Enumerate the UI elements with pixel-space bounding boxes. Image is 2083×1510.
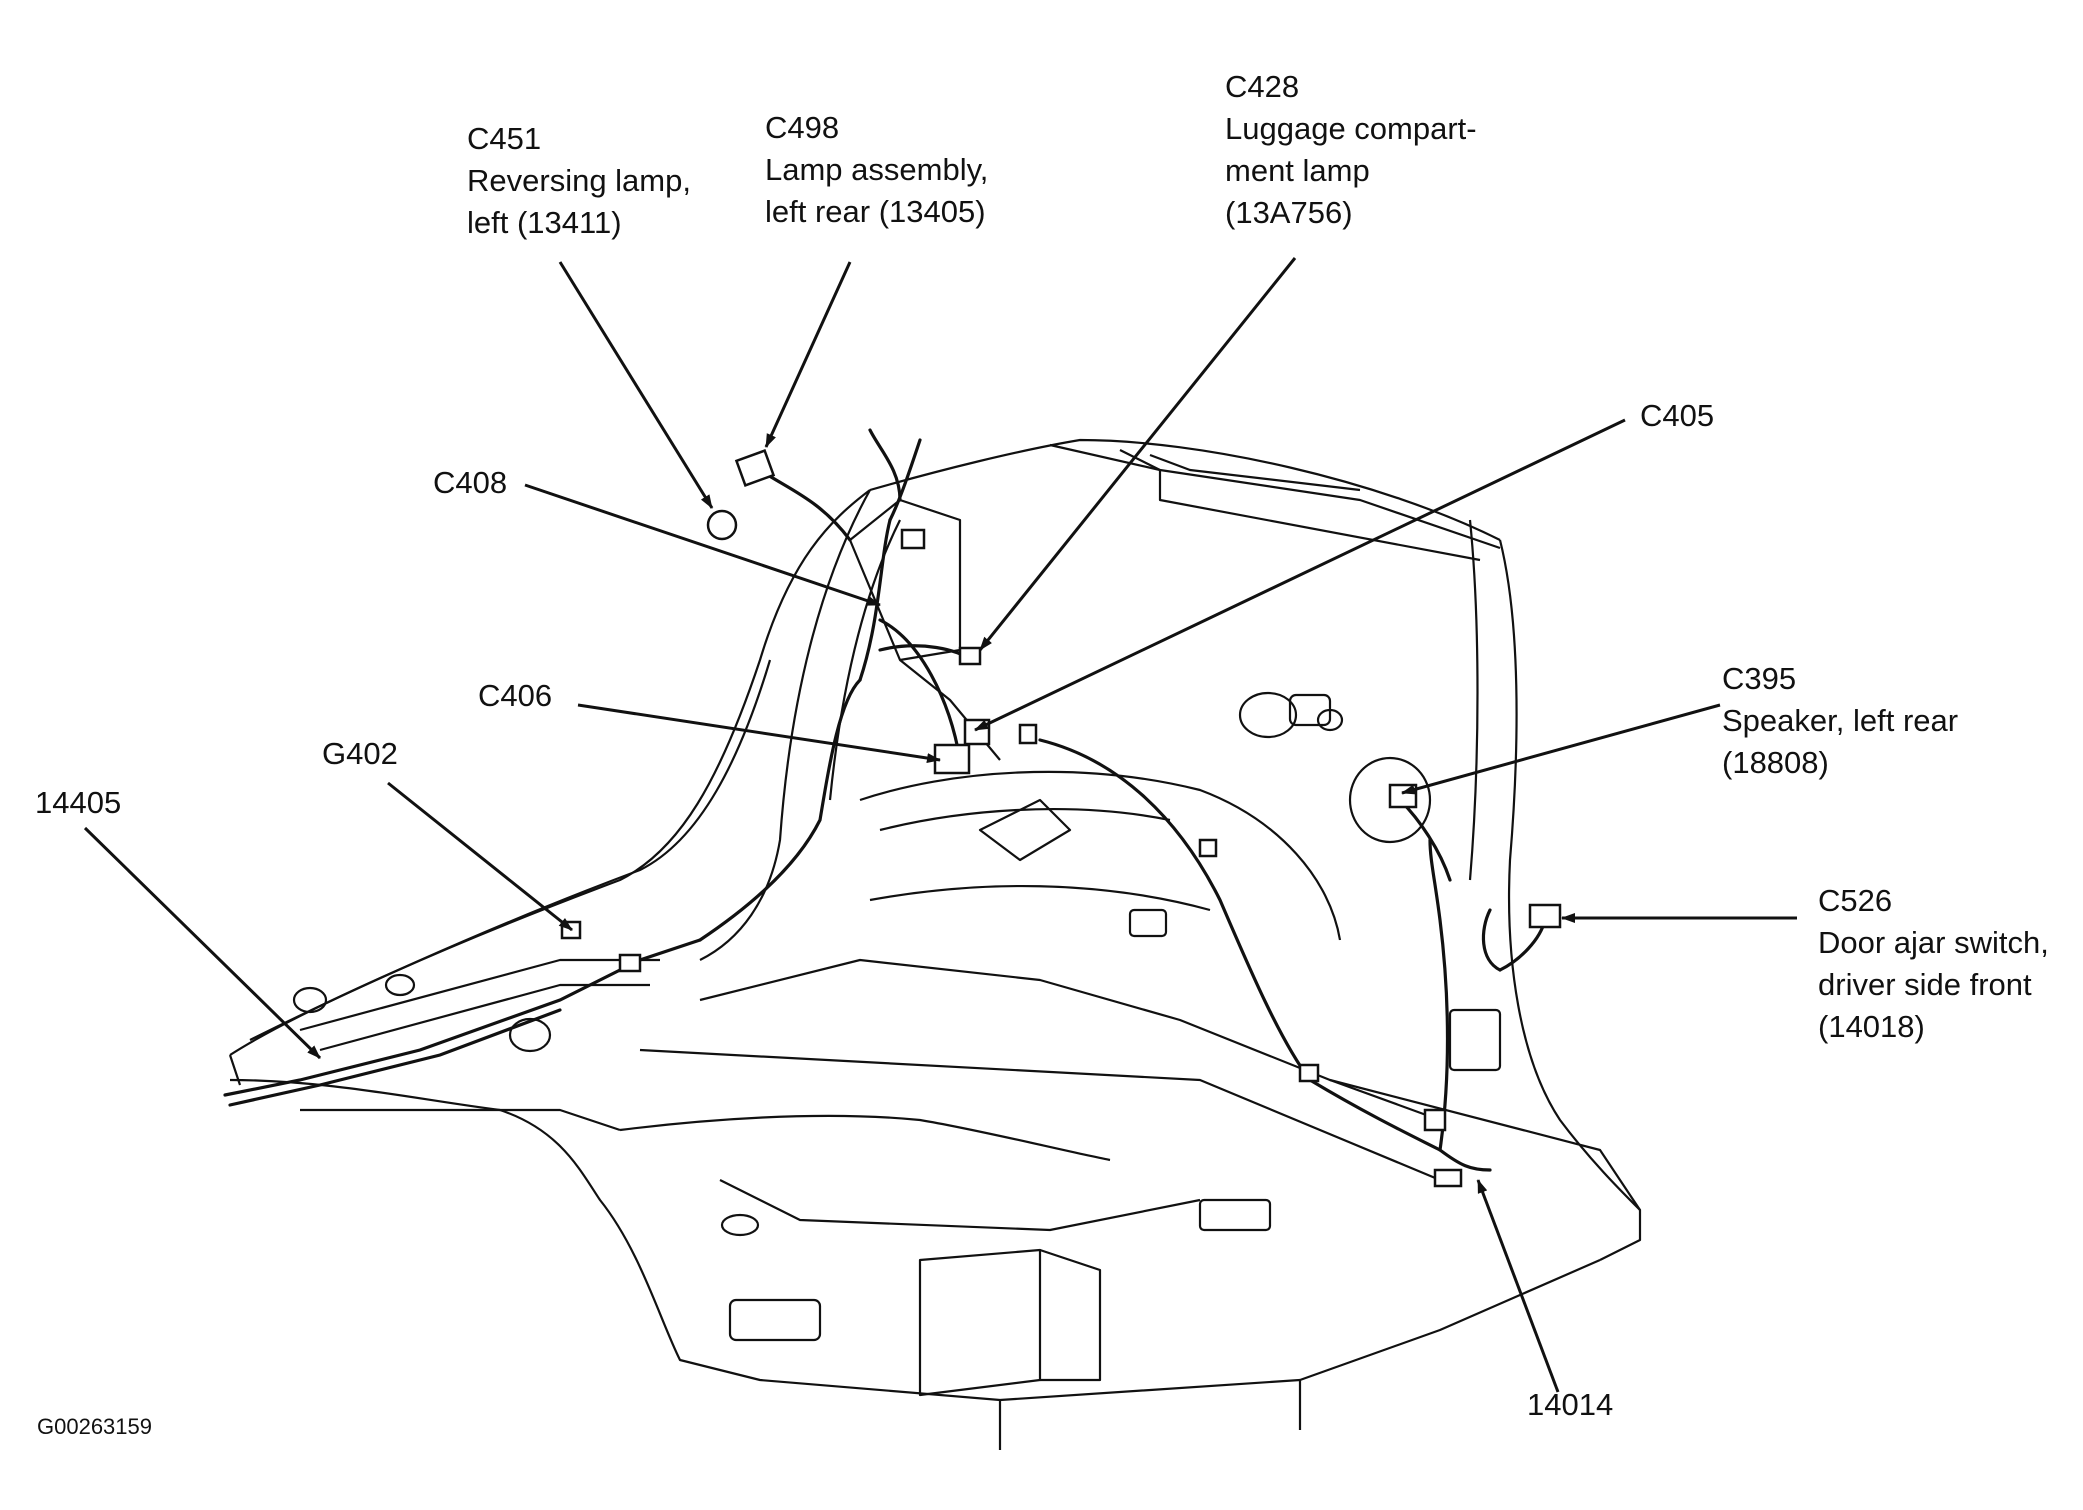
callout-code: 14405 <box>35 785 122 820</box>
callout-code: C498 <box>765 110 840 145</box>
callout-c395: C395 Speaker, left rear (18808) <box>1722 658 1958 784</box>
callout-code: C428 <box>1225 69 1300 104</box>
callout-c405: C405 <box>1640 395 1714 437</box>
callout-14405: 14405 <box>35 782 121 824</box>
callout-description: (18808) <box>1722 745 1829 780</box>
callout-code: C405 <box>1640 398 1715 433</box>
callout-description: (14018) <box>1818 1009 1925 1044</box>
callout-description: Lamp assembly, <box>765 152 989 187</box>
callout-code: 14014 <box>1527 1387 1614 1422</box>
callout-c428: C428 Luggage compart- ment lamp (13A756) <box>1225 66 1477 234</box>
callout-g402: G402 <box>322 733 398 775</box>
callout-code: C406 <box>478 678 553 713</box>
callout-c498: C498 Lamp assembly, left rear (13405) <box>765 107 988 233</box>
callout-description: Luggage compart- <box>1225 111 1477 146</box>
callout-description: ment lamp <box>1225 153 1370 188</box>
callout-description: left rear (13405) <box>765 194 986 229</box>
callout-description: Reversing lamp, <box>467 163 691 198</box>
leader-arrows <box>83 257 1797 1393</box>
figure-id: G00263159 <box>37 1414 152 1439</box>
callout-code: C395 <box>1722 661 1797 696</box>
callout-description: (13A756) <box>1225 195 1353 230</box>
callout-code: G402 <box>322 736 398 771</box>
callout-description: Speaker, left rear <box>1722 703 1959 738</box>
callout-c451: C451 Reversing lamp, left (13411) <box>467 118 691 244</box>
callout-code: C526 <box>1818 883 1893 918</box>
callout-code: C408 <box>433 465 508 500</box>
callout-description: Door ajar switch, <box>1818 925 2049 960</box>
connector-blocks <box>560 449 1562 1188</box>
callout-c406: C406 <box>478 675 552 717</box>
callout-description: left (13411) <box>467 205 622 240</box>
body-shell <box>228 438 1642 1450</box>
wiring-harness <box>223 428 1547 1172</box>
callout-c408: C408 <box>433 462 507 504</box>
callout-code: C451 <box>467 121 542 156</box>
callout-description: driver side front <box>1818 967 2032 1002</box>
callout-c526: C526 Door ajar switch, driver side front… <box>1818 880 2049 1048</box>
callout-14014: 14014 <box>1527 1384 1613 1426</box>
